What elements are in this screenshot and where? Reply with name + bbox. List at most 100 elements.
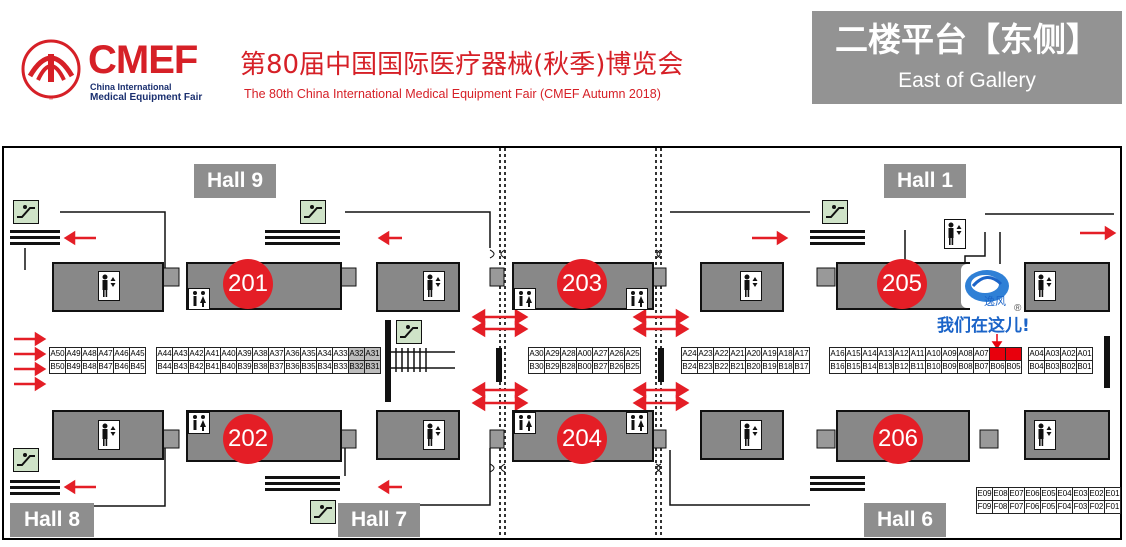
booth-cell[interactable]: A21 xyxy=(729,347,746,361)
booth-cell[interactable]: E04 xyxy=(1056,487,1073,501)
booth-cell[interactable]: F04 xyxy=(1056,500,1073,514)
booth-cell[interactable]: F08 xyxy=(992,500,1009,514)
booth-cell[interactable]: A03 xyxy=(1044,347,1061,361)
booth-cell[interactable]: A23 xyxy=(697,347,714,361)
booth-cell[interactable]: B46 xyxy=(113,360,130,374)
booth-cell[interactable]: B20 xyxy=(745,360,762,374)
booth-cell[interactable]: B34 xyxy=(316,360,333,374)
booth-cell[interactable]: A12 xyxy=(893,347,910,361)
booth-cell[interactable]: A44 xyxy=(156,347,173,361)
booth-cell[interactable]: F01 xyxy=(1104,500,1121,514)
booth-cell[interactable]: A30 xyxy=(528,347,545,361)
booth-cell[interactable]: B15 xyxy=(845,360,862,374)
booth-cell[interactable]: F05 xyxy=(1040,500,1057,514)
booth-cell[interactable]: A24 xyxy=(681,347,698,361)
booth-cell[interactable]: B22 xyxy=(713,360,730,374)
booth-cell[interactable]: F02 xyxy=(1088,500,1105,514)
booth-cell[interactable]: B29 xyxy=(544,360,561,374)
booth-cell[interactable]: A25 xyxy=(624,347,641,361)
booth-cell[interactable]: B07 xyxy=(973,360,990,374)
booth-cell[interactable]: A50 xyxy=(49,347,66,361)
booth-cell[interactable]: B25 xyxy=(624,360,641,374)
booth-cell[interactable]: A28 xyxy=(560,347,577,361)
booth-cell[interactable]: A39 xyxy=(236,347,253,361)
booth-cell[interactable]: A15 xyxy=(845,347,862,361)
booth-cell[interactable]: A07 xyxy=(973,347,990,361)
booth-cell[interactable]: B26 xyxy=(608,360,625,374)
booth-cell[interactable]: F03 xyxy=(1072,500,1089,514)
booth-cell[interactable]: B49 xyxy=(65,360,82,374)
booth-cell[interactable]: B03 xyxy=(1044,360,1061,374)
booth-cell[interactable]: B10 xyxy=(925,360,942,374)
booth-cell[interactable]: A29 xyxy=(544,347,561,361)
booth-cell[interactable]: B21 xyxy=(729,360,746,374)
booth-cell[interactable]: B14 xyxy=(861,360,878,374)
booth-cell[interactable]: B33 xyxy=(332,360,349,374)
booth-cell[interactable]: A16 xyxy=(829,347,846,361)
booth-cell[interactable]: B05 xyxy=(1005,360,1022,374)
booth-cell[interactable]: B30 xyxy=(528,360,545,374)
booth-cell[interactable]: E06 xyxy=(1024,487,1041,501)
booth-cell[interactable]: B42 xyxy=(188,360,205,374)
booth-cell[interactable]: A37 xyxy=(268,347,285,361)
booth-cell[interactable]: E08 xyxy=(992,487,1009,501)
booth-cell[interactable]: B09 xyxy=(941,360,958,374)
booth-cell[interactable]: A19 xyxy=(761,347,778,361)
booth-cell[interactable]: B16 xyxy=(829,360,846,374)
booth-cell[interactable]: B17 xyxy=(793,360,810,374)
booth-cell[interactable]: E09 xyxy=(976,487,993,501)
booth-cell[interactable]: A26 xyxy=(608,347,625,361)
booth-cell[interactable]: B41 xyxy=(204,360,221,374)
booth-cell[interactable]: B45 xyxy=(129,360,146,374)
booth-cell[interactable]: B08 xyxy=(957,360,974,374)
booth-cell[interactable]: A46 xyxy=(113,347,130,361)
booth-cell[interactable]: A08 xyxy=(957,347,974,361)
booth-cell[interactable]: A32 xyxy=(348,347,365,361)
booth-cell[interactable]: A01 xyxy=(1076,347,1093,361)
booth-cell[interactable]: A31 xyxy=(364,347,381,361)
booth-cell[interactable]: A20 xyxy=(745,347,762,361)
booth-cell[interactable]: A02 xyxy=(1060,347,1077,361)
booth-cell[interactable]: A38 xyxy=(252,347,269,361)
booth-cell[interactable]: F09 xyxy=(976,500,993,514)
booth-cell[interactable]: E02 xyxy=(1088,487,1105,501)
booth-cell[interactable]: A10 xyxy=(925,347,942,361)
booth-cell[interactable]: B06 xyxy=(989,360,1006,374)
booth-cell[interactable]: A14 xyxy=(861,347,878,361)
booth-cell[interactable]: E07 xyxy=(1008,487,1025,501)
booth-cell[interactable]: B19 xyxy=(761,360,778,374)
booth-cell[interactable]: B02 xyxy=(1060,360,1077,374)
booth-cell[interactable]: B48 xyxy=(81,360,98,374)
booth-cell[interactable]: B40 xyxy=(220,360,237,374)
booth-cell[interactable]: A00 xyxy=(576,347,593,361)
booth-cell[interactable]: B43 xyxy=(172,360,189,374)
booth-cell[interactable]: F06 xyxy=(1024,500,1041,514)
booth-cell[interactable]: A22 xyxy=(713,347,730,361)
booth-cell[interactable]: B11 xyxy=(909,360,926,374)
booth-cell[interactable]: B37 xyxy=(268,360,285,374)
booth-cell[interactable]: A11 xyxy=(909,347,926,361)
booth-cell[interactable]: B50 xyxy=(49,360,66,374)
booth-cell[interactable]: E05 xyxy=(1040,487,1057,501)
booth-cell[interactable]: A40 xyxy=(220,347,237,361)
booth-cell[interactable]: A47 xyxy=(97,347,114,361)
booth-cell[interactable]: B28 xyxy=(560,360,577,374)
booth-cell[interactable]: E01 xyxy=(1104,487,1121,501)
booth-cell[interactable]: A43 xyxy=(172,347,189,361)
booth-cell[interactable]: A36 xyxy=(284,347,301,361)
booth-cell[interactable]: A13 xyxy=(877,347,894,361)
booth-cell[interactable]: B32 xyxy=(348,360,365,374)
booth-cell[interactable]: B31 xyxy=(364,360,381,374)
booth-cell[interactable]: A18 xyxy=(777,347,794,361)
booth-cell[interactable]: A09 xyxy=(941,347,958,361)
booth-cell[interactable]: B13 xyxy=(877,360,894,374)
booth-cell[interactable]: A42 xyxy=(188,347,205,361)
booth-cell[interactable]: A34 xyxy=(316,347,333,361)
booth-cell[interactable]: B00 xyxy=(576,360,593,374)
booth-cell[interactable]: E03 xyxy=(1072,487,1089,501)
exhibitor-booth-highlight[interactable]: A06 xyxy=(989,347,1006,361)
booth-cell[interactable]: B04 xyxy=(1028,360,1045,374)
booth-cell[interactable]: B44 xyxy=(156,360,173,374)
booth-cell[interactable]: B35 xyxy=(300,360,317,374)
booth-cell[interactable]: B24 xyxy=(681,360,698,374)
